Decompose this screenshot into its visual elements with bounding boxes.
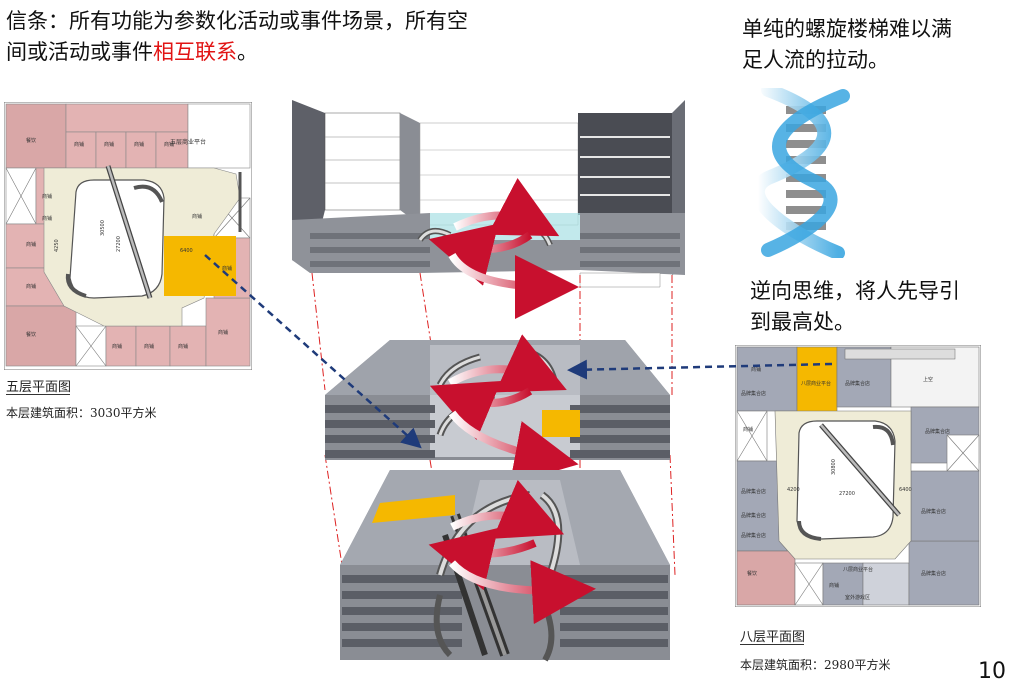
room-label-5f-4: 商铺 <box>134 141 144 148</box>
room-label-5f-2: 商铺 <box>74 141 84 148</box>
bottom-module <box>340 470 670 662</box>
page-number: 10 <box>978 659 1006 684</box>
room-label-8f-11: 商铺 <box>829 582 839 589</box>
room-label-5f-6: 商铺 <box>42 193 52 200</box>
slide-heading: 信条：所有功能为参数化活动或事件场景，所有空 间或活动或事件相互联系。 <box>6 6 566 68</box>
plan-8f-area: 本层建筑面积：2980平方米 <box>740 658 891 672</box>
room-label-8f-9: 品牌集合店 <box>921 570 946 577</box>
room-label-8f-2: 品牌集合店 <box>845 380 870 387</box>
dim-27200-8f: 27200 <box>839 491 855 497</box>
projection-guides <box>311 272 676 576</box>
room-label-8f-1: 商铺 <box>751 366 761 373</box>
dim-6400-8f: 6400 <box>899 487 912 493</box>
top-module <box>292 100 685 319</box>
note-reverse-line1: 逆向思维，将人先导引 <box>750 279 960 303</box>
room-label-8f-6: 品牌集合店 <box>741 512 766 519</box>
heading-highlight: 相互联系 <box>153 40 237 64</box>
room-label-5f-15: 商铺 <box>222 265 232 272</box>
room-label-5f-12: 商铺 <box>144 343 154 350</box>
platform-label-5f: 五层商业平台 <box>170 138 206 146</box>
note-spiral-stair: 单纯的螺旋楼梯难以满 足人流的拉动。 <box>742 14 1002 76</box>
plan-5f-title: 五层平面图 <box>6 380 72 395</box>
platform-label-8f-top: 八层商业平台 <box>801 380 831 387</box>
note-reverse-line2: 到最高处。 <box>750 310 855 334</box>
room-label-5f-13: 商铺 <box>178 343 188 350</box>
heading-line2: 间或活动或事件 <box>6 40 153 64</box>
heading-end: 。 <box>237 40 258 64</box>
room-label-5f-1: 餐饮 <box>26 137 36 144</box>
room-label-5f-3: 商铺 <box>104 141 114 148</box>
room-label-5f-9: 商铺 <box>192 213 202 220</box>
outdoor-label-8f: 室外游戏区 <box>845 594 870 601</box>
room-label-5f-5: 商铺 <box>164 141 174 148</box>
dim-4250-5f: 4250 <box>54 239 60 252</box>
room-label-5f-7: 商铺 <box>26 241 36 248</box>
plan-5f-title-underline <box>6 394 70 395</box>
room-label-8f-12: 品牌集合店 <box>741 532 766 539</box>
plan-8f-title-underline <box>740 644 804 645</box>
dim-27200-5f: 27200 <box>116 236 122 252</box>
room-label-5f-16: 商铺 <box>42 215 52 222</box>
axonometric-stack <box>292 100 685 662</box>
note-spiral-line2: 足人流的拉动。 <box>742 48 889 72</box>
plan-8f-title: 八层平面图 <box>740 630 806 645</box>
platform-label-8f: 八层商业平台 <box>843 566 873 573</box>
note-spiral-line1: 单纯的螺旋楼梯难以满 <box>742 17 952 41</box>
fifth-floor-plan: 五层商业平台 27200 30500 4250 6400 餐饮 商铺 商铺 商铺… <box>3 101 253 371</box>
dna-helix-icon <box>750 88 850 258</box>
room-label-5f-14: 商铺 <box>218 329 228 336</box>
eighth-floor-plan: 上空 八层商业平台 八层商业平台 室外游戏区 27200 30800 4200 … <box>734 344 982 608</box>
room-label-8f-5: 商铺 <box>743 426 753 433</box>
void-label-8f: 上空 <box>923 376 933 383</box>
room-label-8f-8: 品牌集合店 <box>921 508 946 515</box>
heading-line1: 信条：所有功能为参数化活动或事件场景，所有空 <box>6 9 468 33</box>
room-label-5f-8: 商铺 <box>26 283 36 290</box>
note-reverse-thinking: 逆向思维，将人先导引 到最高处。 <box>750 276 1010 338</box>
dim-6400-5f: 6400 <box>180 248 193 254</box>
dim-4200-8f: 4200 <box>787 487 800 493</box>
room-label-8f-7: 品牌集合店 <box>925 428 950 435</box>
dim-30800-8f: 30800 <box>831 459 837 475</box>
plan-5f-area: 本层建筑面积：3030平方米 <box>6 406 157 420</box>
room-label-8f-3: 品牌集合店 <box>741 390 766 397</box>
room-label-8f-4: 品牌集合店 <box>741 488 766 495</box>
dim-30500-5f: 30500 <box>100 220 106 236</box>
room-label-5f-11: 商铺 <box>112 343 122 350</box>
room-label-8f-10: 餐饮 <box>747 570 757 577</box>
room-label-5f-10: 餐饮 <box>26 331 36 338</box>
